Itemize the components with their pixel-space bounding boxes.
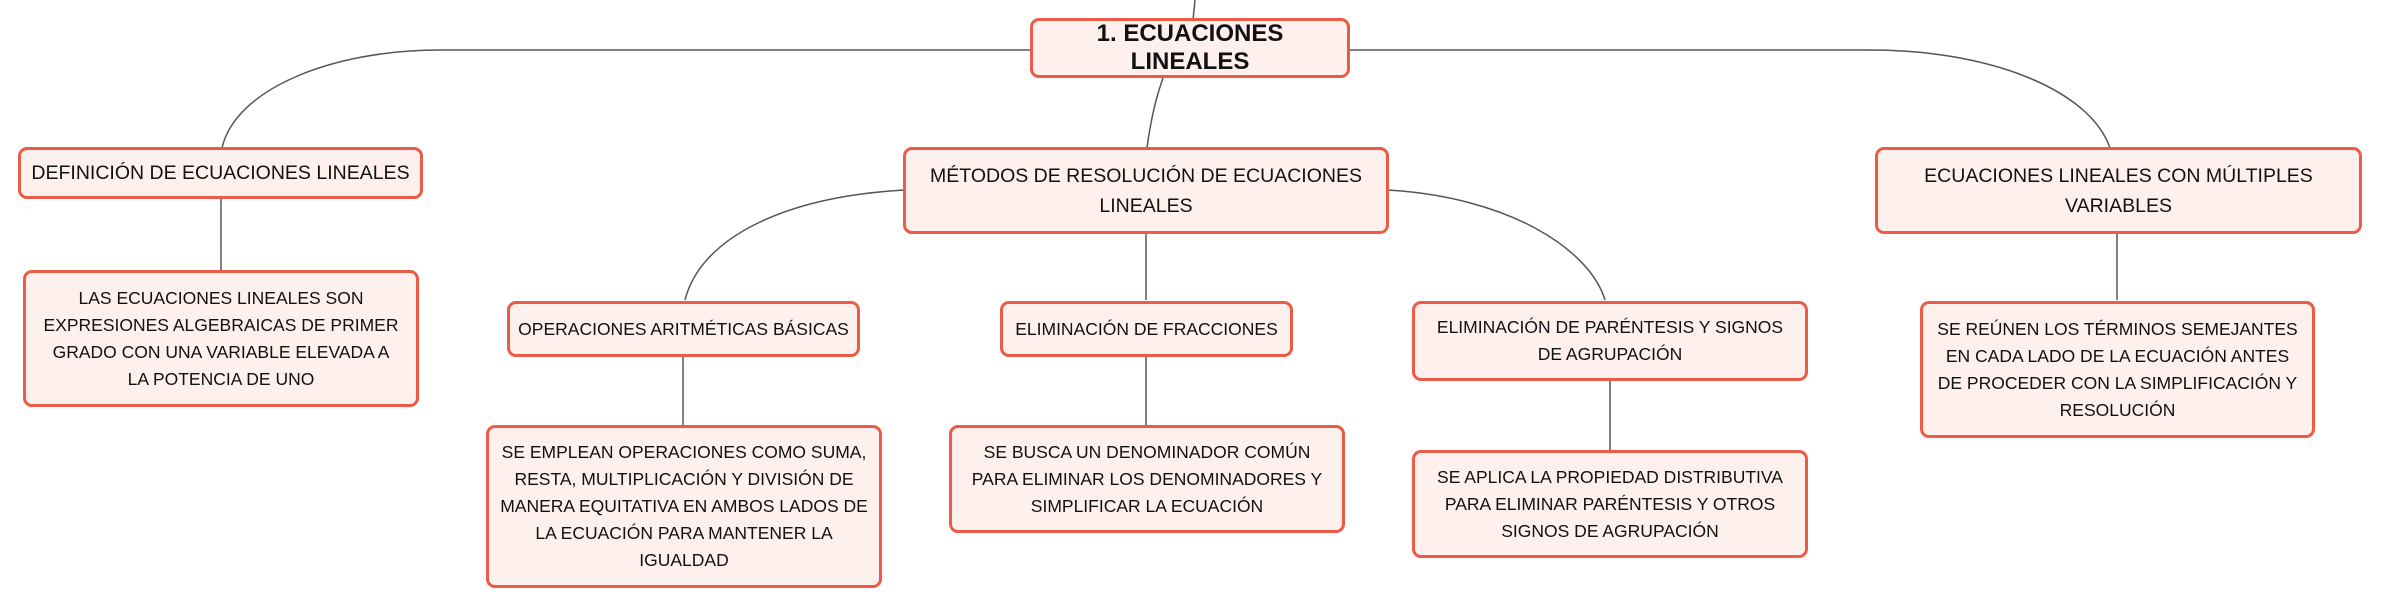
node-fracciones-detalle[interactable]: SE BUSCA UN DENOMINADOR COMÚN PARA ELIMI…: [949, 425, 1345, 533]
connector-root-top: [1192, 0, 1196, 21]
node-fracciones[interactable]: ELIMINACIÓN DE FRACCIONES: [1000, 301, 1293, 357]
connector-root-definicion: [221, 49, 1032, 149]
connector-metodos-operaciones: [684, 189, 906, 301]
node-definicion[interactable]: DEFINICIÓN DE ECUACIONES LINEALES: [18, 147, 423, 199]
node-multiples-detalle[interactable]: SE REÚNEN LOS TÉRMINOS SEMEJANTES EN CAD…: [1920, 301, 2315, 438]
node-parentesis[interactable]: ELIMINACIÓN DE PARÉNTESIS Y SIGNOS DE AG…: [1412, 301, 1808, 381]
node-operaciones[interactable]: OPERACIONES ARITMÉTICAS BÁSICAS: [507, 301, 860, 357]
node-parentesis-detalle[interactable]: SE APLICA LA PROPIEDAD DISTRIBUTIVA PARA…: [1412, 450, 1808, 558]
node-multiples[interactable]: ECUACIONES LINEALES CON MÚLTIPLES VARIAB…: [1875, 147, 2362, 234]
root-node[interactable]: 1. ECUACIONES LINEALES: [1030, 18, 1350, 78]
node-definicion-detalle[interactable]: LAS ECUACIONES LINEALES SON EXPRESIONES …: [23, 270, 419, 407]
connector-root-multiples: [1350, 49, 2111, 149]
node-operaciones-detalle[interactable]: SE EMPLEAN OPERACIONES COMO SUMA, RESTA,…: [486, 425, 882, 588]
connector-metodos-parentesis: [1386, 189, 1606, 301]
node-metodos[interactable]: MÉTODOS DE RESOLUCIÓN DE ECUACIONES LINE…: [903, 147, 1389, 234]
connector-root-metodos: [1146, 77, 1164, 149]
